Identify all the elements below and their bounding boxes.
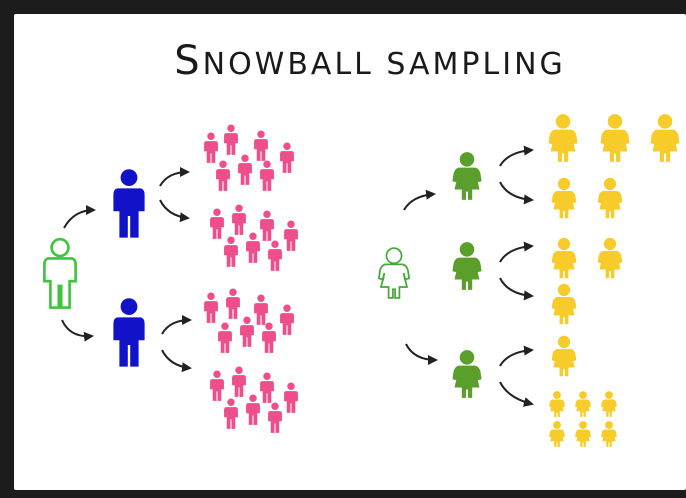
page-title: SNOWBALL SAMPLING [0, 38, 686, 84]
left-arrows [61, 167, 192, 373]
right-level2-women [548, 114, 680, 447]
left-level1-persons [113, 169, 145, 367]
diagram-panel [14, 14, 686, 490]
title-rest: NOWBALL SAMPLING [202, 47, 566, 82]
left-level2-cluster-2 [210, 204, 298, 271]
left-level2-cluster-1 [204, 124, 294, 191]
left-seed-person [43, 238, 77, 309]
title-first-letter: S [174, 38, 203, 84]
left-level2-cluster-3 [204, 288, 294, 353]
left-level2-cluster-4 [210, 366, 298, 433]
right-arrows [403, 145, 534, 407]
right-seed-woman [377, 246, 411, 300]
right-level1-women [452, 152, 482, 398]
